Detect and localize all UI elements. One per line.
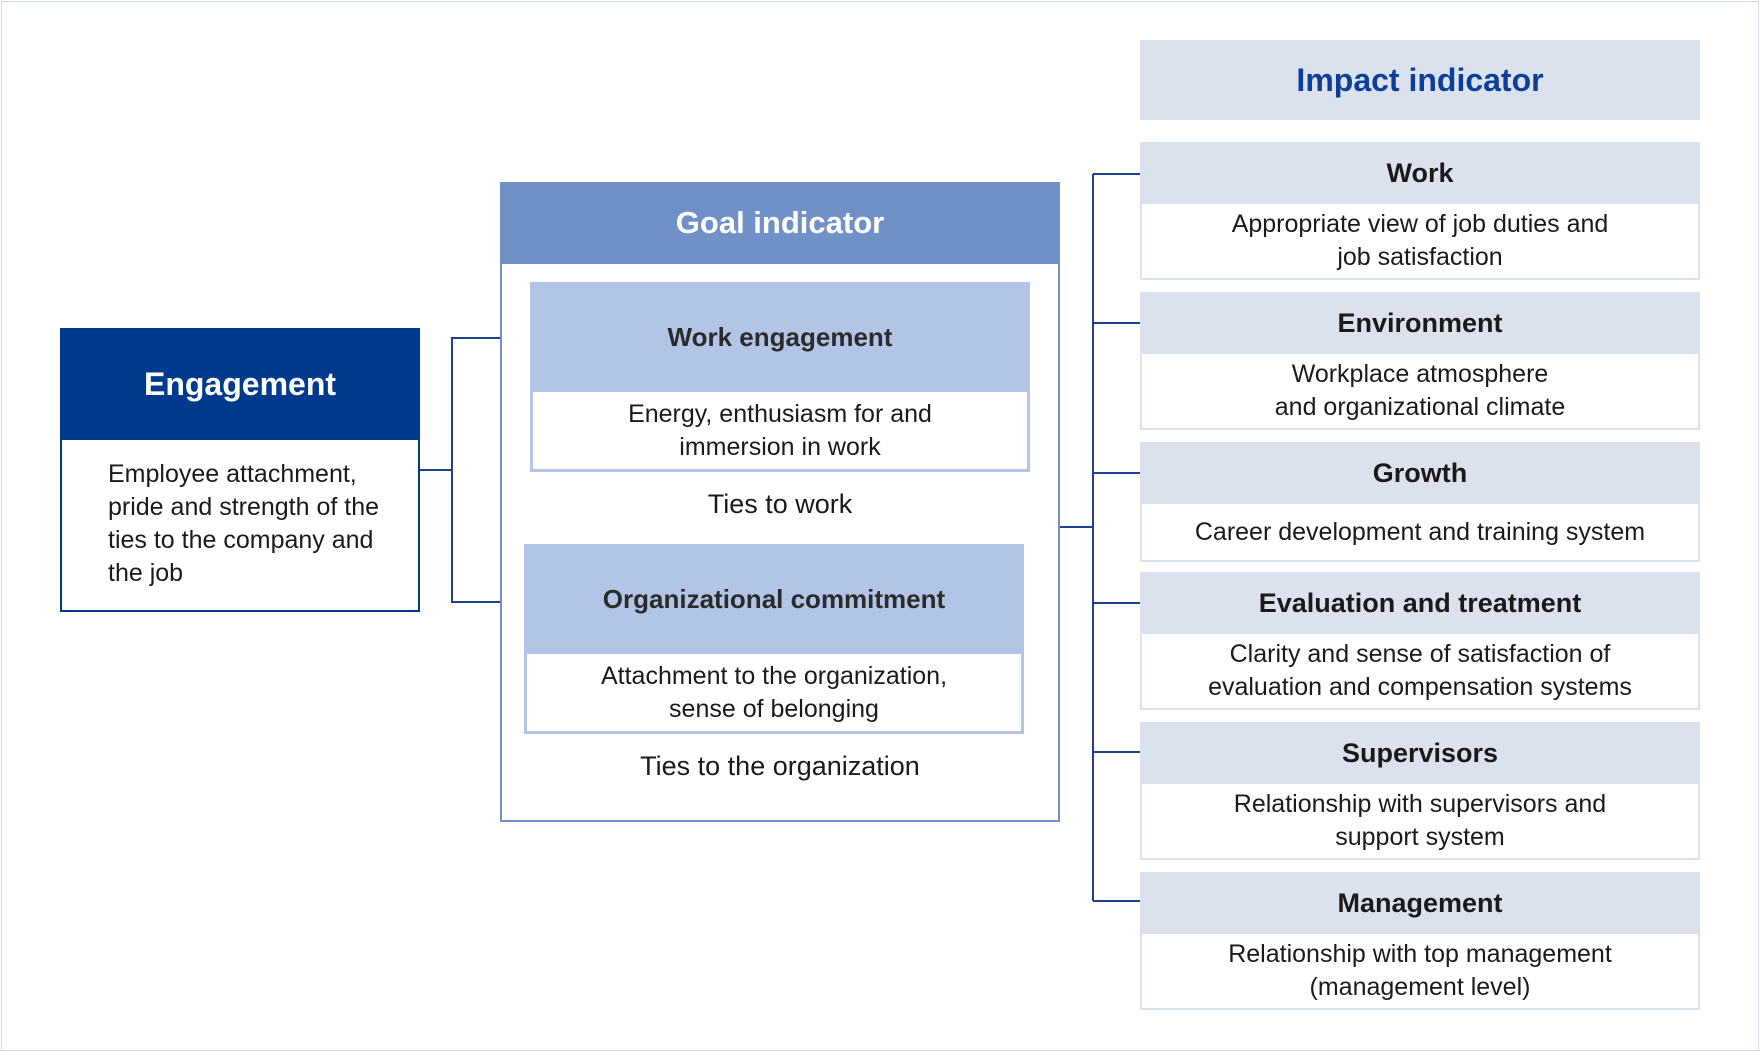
impact-supervisors-title: Supervisors: [1140, 722, 1700, 784]
ties-to-organization: Ties to the organization: [640, 750, 920, 781]
impact-environment-description: Workplace atmosphere and organizational …: [1140, 354, 1700, 430]
impact-management-title: Management: [1140, 872, 1700, 934]
organizational-commitment-description: Attachment to the organization, sense of…: [524, 654, 1024, 734]
goal-indicator-title: Goal indicator: [500, 182, 1060, 264]
impact-evaluation-description: Clarity and sense of satisfaction of eva…: [1140, 634, 1700, 710]
impact-supervisors-description: Relationship with supervisors and suppor…: [1140, 784, 1700, 860]
connector-goal-bracket: [451, 337, 530, 603]
impact-work-description: Appropriate view of job duties and job s…: [1140, 204, 1700, 280]
organizational-commitment-title: Organizational commitment: [524, 544, 1024, 654]
engagement-title: Engagement: [60, 328, 420, 440]
impact-growth-title: Growth: [1140, 442, 1700, 504]
impact-management-description: Relationship with top management (manage…: [1140, 934, 1700, 1010]
work-engagement-description: Energy, enthusiasm for and immersion in …: [530, 392, 1030, 472]
impact-environment-title: Environment: [1140, 292, 1700, 354]
impact-work-title: Work: [1140, 142, 1700, 204]
impact-indicator-title: Impact indicator: [1140, 40, 1700, 120]
impact-growth-description: Career development and training system: [1140, 504, 1700, 562]
ties-to-work: Ties to work: [707, 488, 853, 519]
work-engagement-title: Work engagement: [530, 282, 1030, 392]
impact-evaluation-title: Evaluation and treatment: [1140, 572, 1700, 634]
engagement-description: Employee attachment, pride and strength …: [60, 440, 420, 612]
